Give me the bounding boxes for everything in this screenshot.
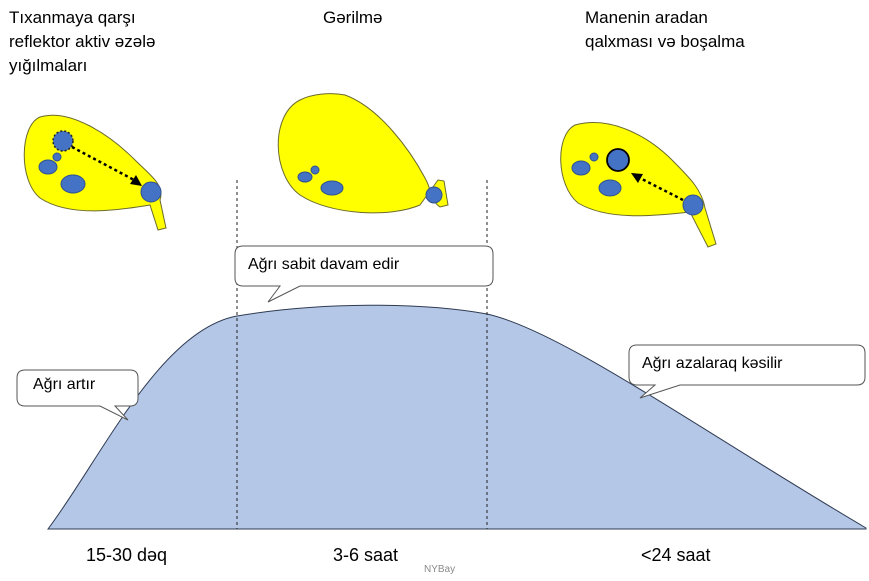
gallbladder-relaxing-icon <box>560 122 717 248</box>
phase-title-obstruction-relief: Manenin aradan qalxması və boşalma <box>585 8 745 51</box>
callout-text-increase: Ağrı artır <box>33 376 96 393</box>
watermark: NYBay <box>424 564 456 575</box>
gallbladder-distended-icon <box>277 93 449 214</box>
duration-label-phase-1: 15-30 dəq <box>86 545 168 565</box>
gallbladder-contracting-icon <box>23 114 167 231</box>
callout-pain-constant <box>234 245 494 303</box>
phase-title-reflex-contraction: Tıxanmaya qarşı reflektor aktiv əzələ yı… <box>9 8 156 75</box>
callout-pain-increases <box>16 369 139 421</box>
pain-curve-area <box>46 304 867 530</box>
callout-pain-decreases <box>628 344 866 399</box>
duration-label-phase-3: <24 saat <box>641 545 711 565</box>
callout-text-constant: Ağrı sabit davam edir <box>248 256 400 273</box>
callout-text-decrease: Ağrı azalaraq kəsilir <box>642 355 783 372</box>
duration-label-phase-2: 3-6 saat <box>333 545 399 565</box>
phase-title-distension: Gərilmə <box>323 8 383 27</box>
